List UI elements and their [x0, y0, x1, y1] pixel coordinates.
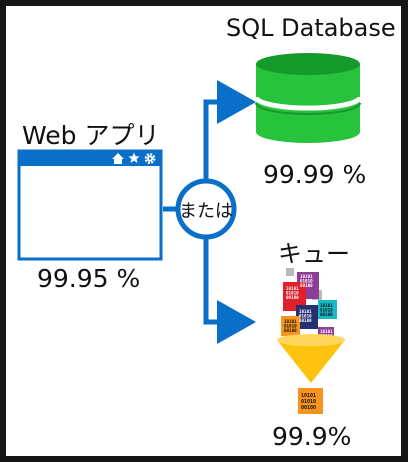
- binary-text: 01010: [284, 324, 297, 329]
- star-icon: [128, 152, 140, 163]
- funnel-body: [277, 340, 345, 383]
- queue-block-gray-small: [286, 268, 294, 276]
- or-label: または: [179, 201, 233, 222]
- binary-text: 00100: [320, 312, 333, 317]
- sql-sla: 99.99 %: [263, 160, 367, 189]
- binary-text: 10101: [300, 274, 313, 279]
- lower-branch: [203, 238, 218, 325]
- queue-block-red: [283, 282, 306, 311]
- binary-text: 10101: [320, 329, 333, 334]
- webapp-titlebar: [19, 151, 161, 166]
- binary-text: 00100: [284, 328, 297, 333]
- webapp-window: [17, 149, 163, 261]
- queue-output-block: [298, 388, 323, 414]
- queue-block-cyan: [318, 300, 337, 319]
- sql-database-icon: [253, 53, 363, 143]
- webapp-sla: 99.95 %: [37, 264, 141, 293]
- binary-text: 01010: [286, 291, 299, 296]
- binary-text: 01010: [300, 279, 313, 284]
- queue-title: キュー: [278, 240, 350, 268]
- queue-icon: 1010101010001001010101010001001010101010…: [277, 268, 345, 414]
- arrow-to-sql: [217, 80, 256, 124]
- binary-text: 01010: [299, 314, 312, 319]
- upper-branch: [203, 99, 218, 180]
- queue-sla: 99.9%: [272, 422, 352, 451]
- arrow-to-queue: [217, 300, 256, 344]
- binary-text-output: 00100: [301, 405, 316, 411]
- binary-text: 10101: [299, 309, 312, 314]
- binary-text: 00100: [300, 283, 313, 288]
- home-icon: [112, 153, 124, 164]
- binary-text: 10101: [286, 286, 299, 291]
- queue-block-orange: [281, 316, 300, 336]
- funnel-rim: [277, 334, 345, 346]
- binary-text: 10101: [284, 319, 297, 324]
- or-circle: [175, 178, 237, 240]
- queue-block-navy: [296, 305, 318, 329]
- binary-text: 01010: [320, 308, 333, 313]
- binary-text: 00100: [286, 295, 299, 300]
- binary-text-output: 01010: [301, 399, 316, 405]
- webapp-title: Web アプリ: [22, 121, 160, 150]
- binary-text: 00100: [299, 318, 312, 323]
- sql-title: SQL Database: [226, 14, 396, 42]
- binary-text: 10101: [320, 303, 333, 308]
- gear-icon: [144, 153, 156, 164]
- binary-text-output: 10101: [301, 393, 316, 399]
